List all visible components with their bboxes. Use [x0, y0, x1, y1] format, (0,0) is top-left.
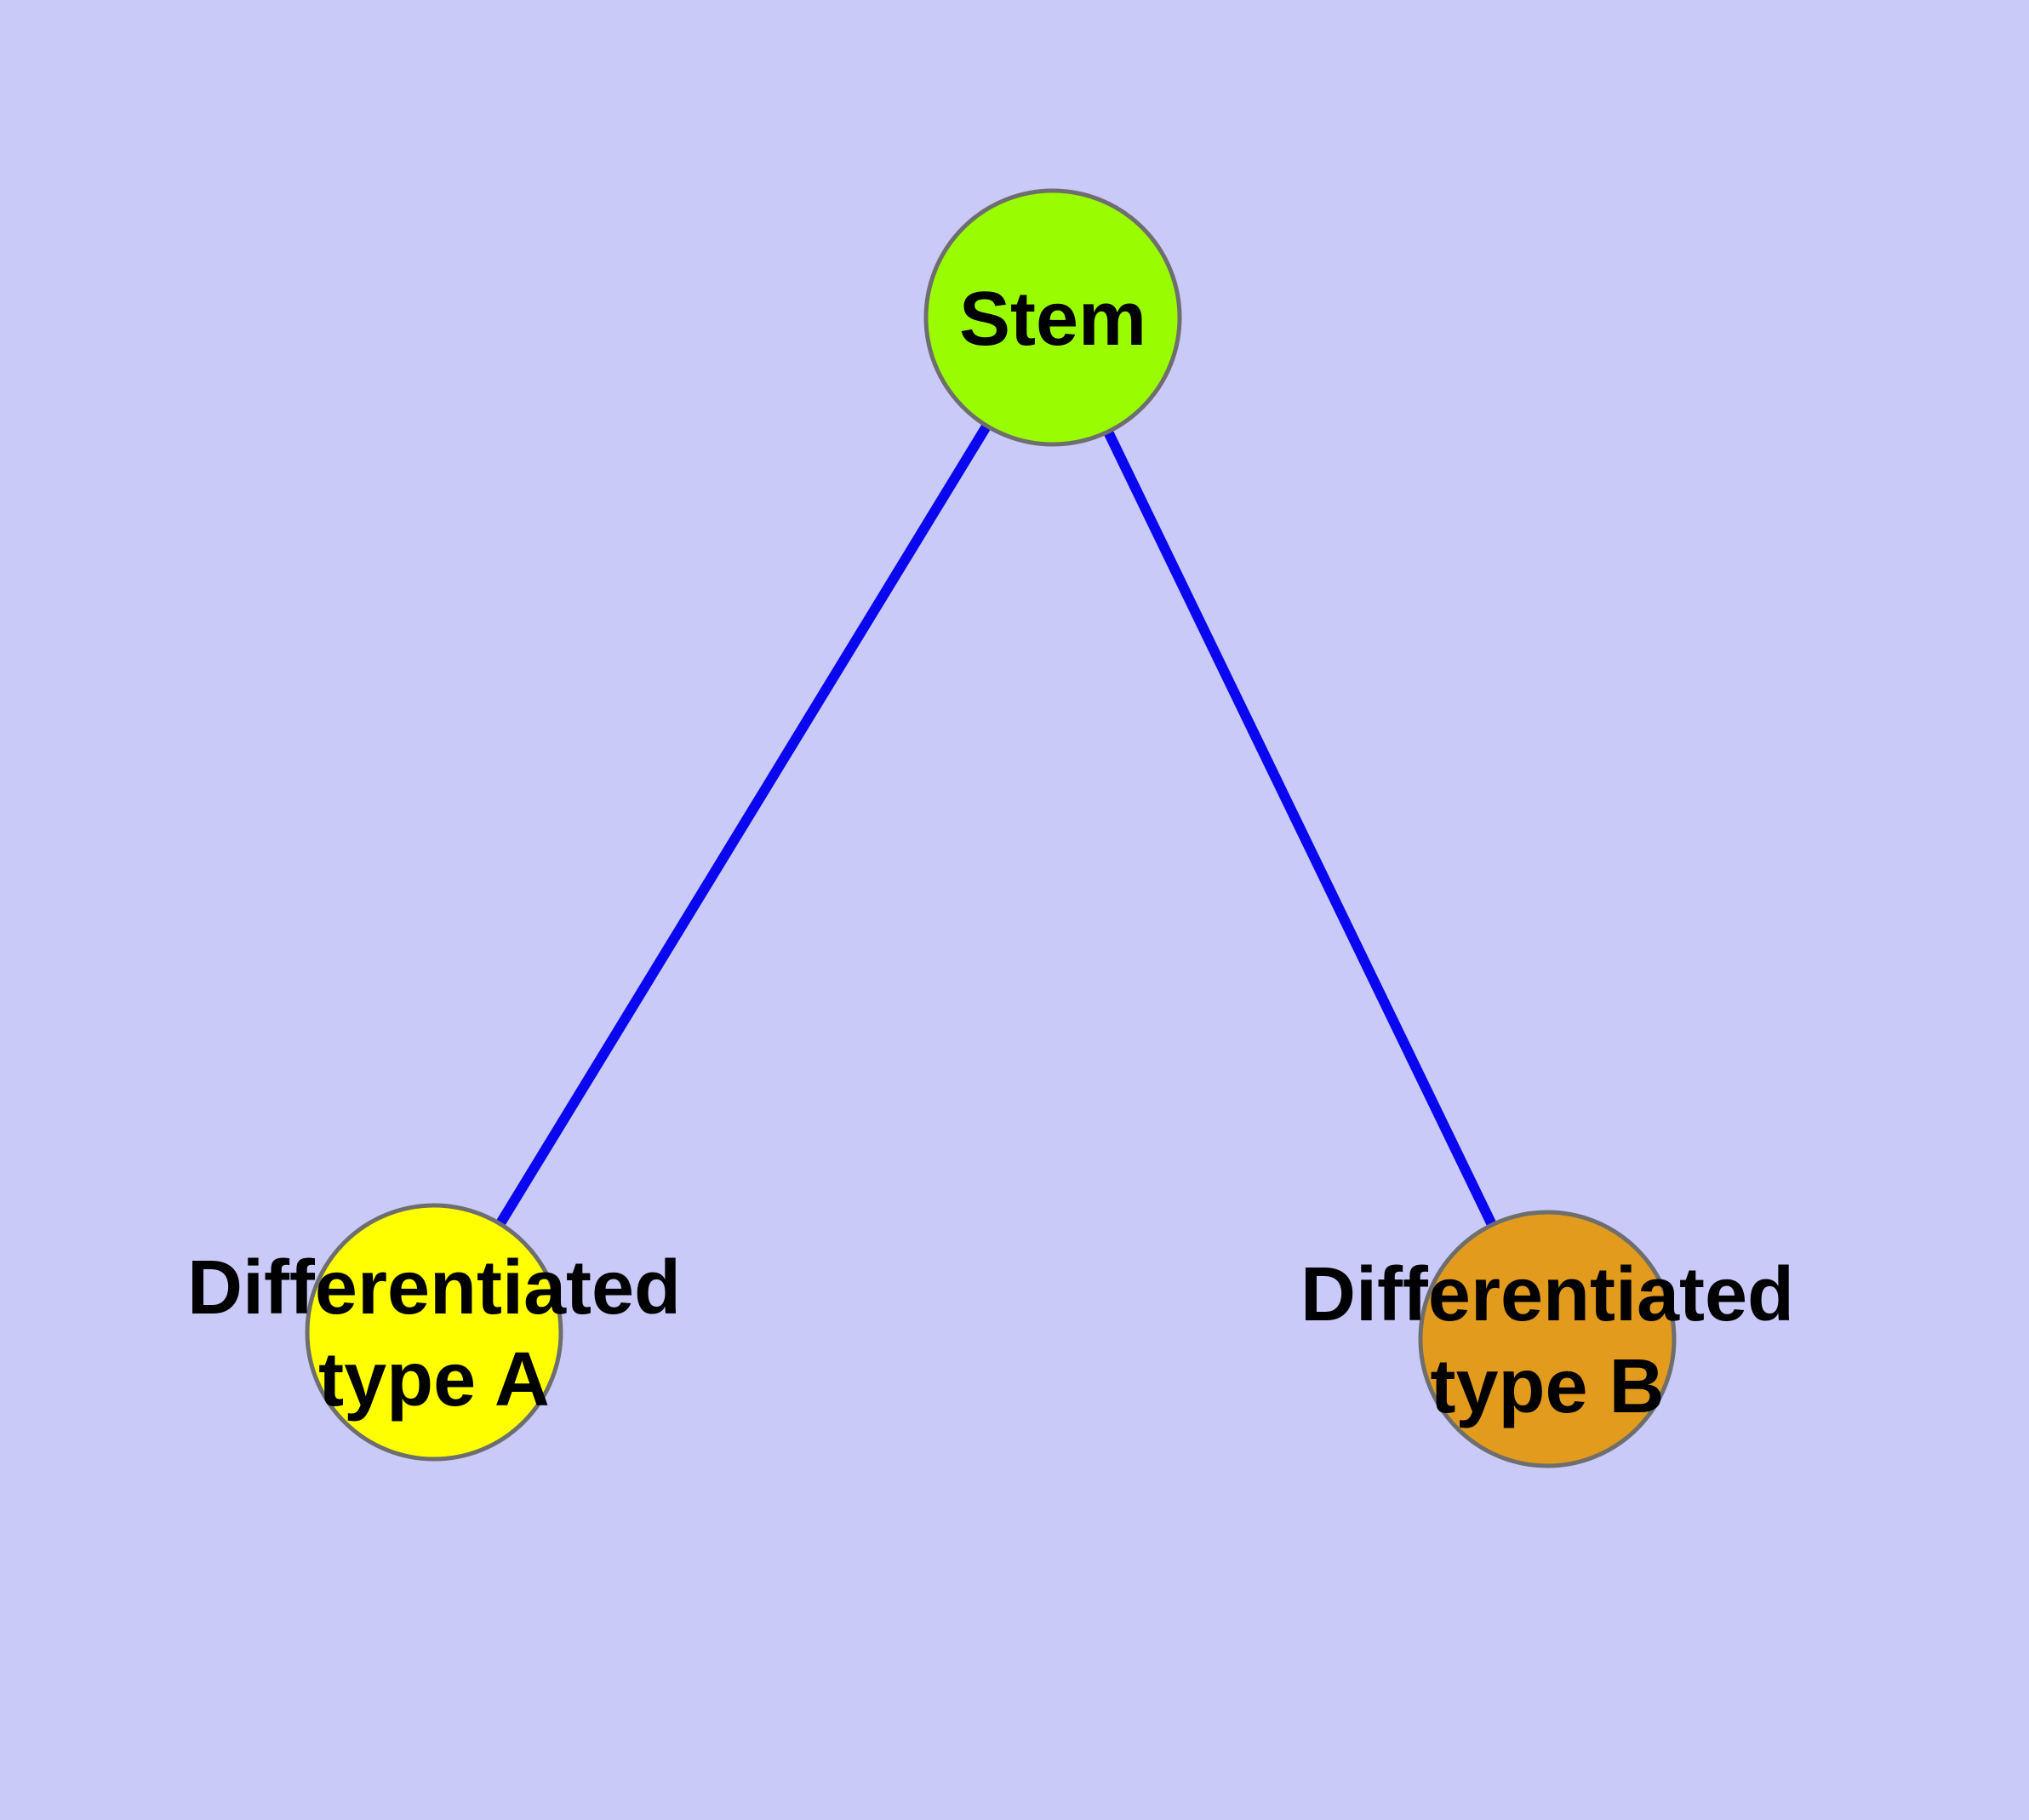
node-differentiated-type-b-label-line2: type B	[1430, 1344, 1664, 1429]
node-stem-circle	[923, 188, 1182, 447]
node-differentiated-type-a-label-line2: type A	[318, 1337, 550, 1422]
node-differentiated-type-a-circle	[305, 1203, 563, 1462]
node-differentiated-type-a: Differentiated type A	[187, 1203, 681, 1462]
node-stem: Stem	[923, 188, 1182, 447]
edge-group	[429, 314, 1552, 1342]
node-differentiated-type-b: Differentiated type B	[1300, 1210, 1794, 1468]
node-differentiated-type-b-label-line1: Differentiated	[1300, 1252, 1794, 1337]
node-differentiated-type-b-circle	[1418, 1210, 1677, 1468]
edge-stem-to-type-a	[429, 314, 1058, 1336]
edge-stem-to-type-b	[1048, 315, 1552, 1342]
node-differentiated-type-a-label-line1: Differentiated	[187, 1245, 681, 1331]
node-stem-label: Stem	[959, 277, 1146, 362]
